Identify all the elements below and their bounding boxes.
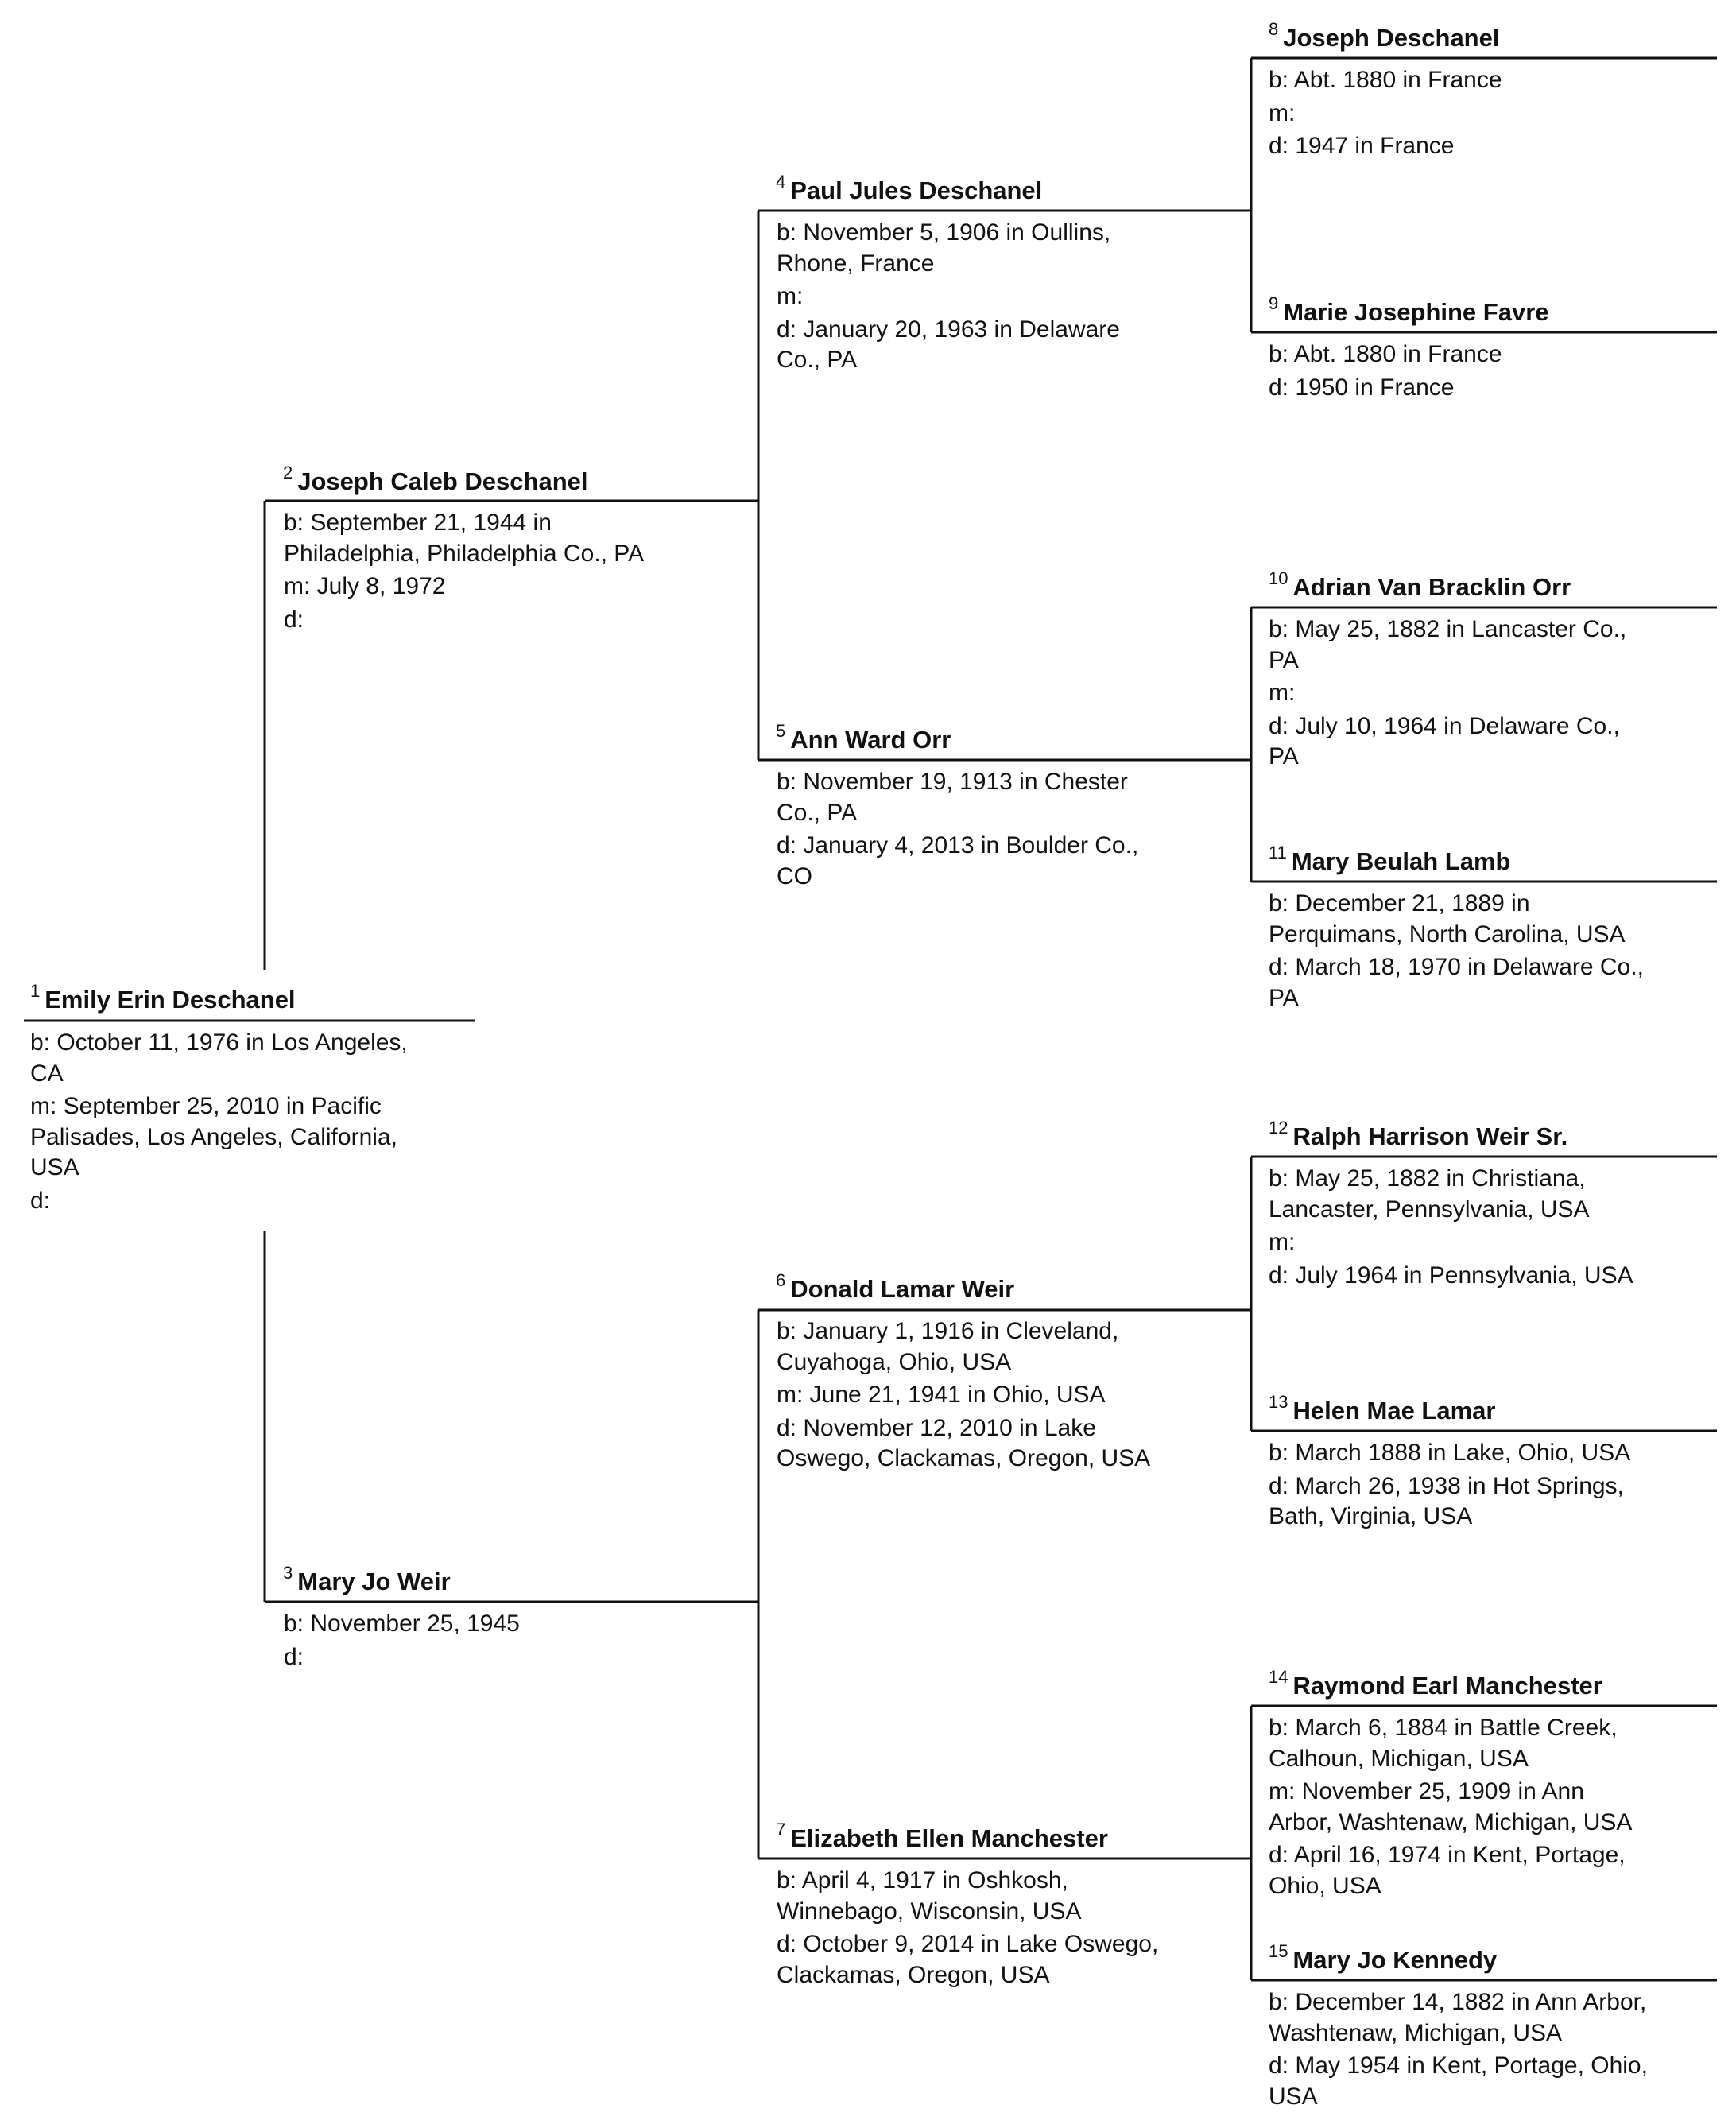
person-1-details: b: October 11, 1976 in Los Angeles, CA m… (30, 1028, 475, 1219)
person-name: Paul Jules Deschanel (790, 176, 1043, 204)
birth-fact: b: April 4, 1917 in Oshkosh, Winnebago, … (777, 1867, 1082, 1924)
person-name: Donald Lamar Weir (790, 1275, 1015, 1303)
marriage-fact: m: November 25, 1909 in Ann Arbor, Washt… (1269, 1778, 1633, 1835)
birth-fact: b: December 14, 1882 in Ann Arbor, Washt… (1269, 1989, 1647, 2046)
birth-fact: b: May 25, 1882 in Lancaster Co., PA (1269, 616, 1627, 673)
death-fact: d: March 26, 1938 in Hot Springs, Bath, … (1269, 1472, 1624, 1530)
death-fact: d: April 16, 1974 in Kent, Portage, Ohio… (1269, 1842, 1626, 1899)
birth-fact: b: November 19, 1913 in Chester Co., PA (777, 769, 1128, 826)
marriage-fact: m: (1269, 1229, 1296, 1255)
person-name: Raymond Earl Manchester (1292, 1672, 1602, 1700)
person-8-details: b: Abt. 1880 in France m: d: 1947 in Fra… (1269, 65, 1722, 165)
death-fact: d: January 20, 1963 in Delaware Co., PA (777, 316, 1120, 374)
person-number: 11 (1269, 843, 1287, 862)
marriage-fact: m: September 25, 2010 in Pacific Palisad… (30, 1093, 397, 1180)
birth-fact: b: Abt. 1880 in France (1269, 67, 1502, 93)
death-fact: d: October 9, 2014 in Lake Oswego, Clack… (777, 1931, 1159, 1988)
person-number: 7 (776, 1820, 786, 1839)
person-6-details: b: January 1, 1916 in Cleveland, Cuyahog… (777, 1316, 1246, 1477)
person-9-details: b: Abt. 1880 in France d: 1950 in France (1269, 339, 1722, 405)
person-2-details: b: September 21, 1944 in Philadelphia, P… (284, 508, 753, 638)
birth-fact: b: November 25, 1945 (284, 1610, 520, 1637)
person-number: 14 (1269, 1667, 1288, 1687)
death-fact: d: (30, 1187, 51, 1214)
person-name: Joseph Deschanel (1283, 24, 1500, 52)
death-fact: d: (284, 1643, 304, 1670)
birth-fact: b: January 1, 1916 in Cleveland, Cuyahog… (777, 1318, 1119, 1375)
person-15-details: b: December 14, 1882 in Ann Arbor, Washt… (1269, 1987, 1722, 2114)
person-name: Adrian Van Bracklin Orr (1292, 573, 1571, 601)
person-name: Helen Mae Lamar (1292, 1397, 1496, 1424)
death-fact: d: (284, 606, 304, 633)
person-name: Mary Beulah Lamb (1291, 847, 1511, 875)
death-fact: d: January 4, 2013 in Boulder Co., CO (777, 832, 1139, 890)
marriage-fact: m: June 21, 1941 in Ohio, USA (777, 1382, 1106, 1408)
marriage-fact: m: (1269, 99, 1296, 126)
birth-fact: b: March 6, 1884 in Battle Creek, Calhou… (1269, 1715, 1618, 1772)
death-fact: d: March 18, 1970 in Delaware Co., PA (1269, 954, 1644, 1011)
person-13-details: b: March 1888 in Lake, Ohio, USA d: Marc… (1269, 1438, 1722, 1535)
birth-fact: b: November 5, 1906 in Oullins, Rhone, F… (777, 219, 1111, 277)
person-number: 2 (283, 463, 293, 483)
birth-fact: b: March 1888 in Lake, Ohio, USA (1269, 1440, 1631, 1466)
birth-fact: b: September 21, 1944 in Philadelphia, P… (284, 510, 645, 567)
person-number: 9 (1269, 293, 1279, 313)
person-number: 8 (1269, 19, 1279, 39)
person-number: 6 (776, 1270, 786, 1290)
person-name: Mary Jo Kennedy (1292, 1946, 1498, 1974)
person-number: 13 (1269, 1392, 1288, 1412)
marriage-fact: m: (1269, 680, 1296, 706)
person-number: 12 (1269, 1118, 1288, 1138)
person-3-details: b: November 25, 1945 d: (284, 1609, 753, 1675)
person-name: Marie Josephine Favre (1283, 298, 1549, 326)
person-5-details: b: November 19, 1913 in Chester Co., PA … (777, 767, 1246, 894)
person-number: 10 (1269, 568, 1288, 588)
person-name: Mary Jo Weir (297, 1568, 451, 1595)
death-fact: d: July 1964 in Pennsylvania, USA (1269, 1262, 1633, 1289)
person-7-details: b: April 4, 1917 in Oshkosh, Winnebago, … (777, 1866, 1246, 1993)
death-fact: d: 1950 in France (1269, 374, 1455, 401)
person-12-details: b: May 25, 1882 in Christiana, Lancaster… (1269, 1164, 1722, 1293)
person-4-details: b: November 5, 1906 in Oullins, Rhone, F… (777, 218, 1246, 378)
marriage-fact: m: July 8, 1972 (284, 573, 446, 599)
marriage-fact: m: (777, 283, 804, 309)
person-number: 5 (776, 721, 786, 741)
person-name: Elizabeth Ellen Manchester (790, 1824, 1108, 1852)
person-10-details: b: May 25, 1882 in Lancaster Co., PA m: … (1269, 614, 1722, 775)
person-name: Emily Erin Deschanel (45, 986, 296, 1014)
birth-fact: b: Abt. 1880 in France (1269, 341, 1502, 367)
person-14-details: b: March 6, 1884 in Battle Creek, Calhou… (1269, 1713, 1722, 1904)
person-name: Joseph Caleb Deschanel (297, 467, 588, 495)
birth-fact: b: December 21, 1889 in Perquimans, Nort… (1269, 890, 1626, 948)
birth-fact: b: October 11, 1976 in Los Angeles, CA (30, 1029, 408, 1087)
person-name: Ann Ward Orr (790, 726, 951, 754)
person-number: 15 (1269, 1941, 1288, 1961)
person-11-details: b: December 21, 1889 in Perquimans, Nort… (1269, 889, 1722, 1016)
birth-fact: b: May 25, 1882 in Christiana, Lancaster… (1269, 1165, 1590, 1223)
death-fact: d: July 10, 1964 in Delaware Co., PA (1269, 712, 1620, 770)
death-fact: d: 1947 in France (1269, 133, 1455, 159)
person-name: Ralph Harrison Weir Sr. (1292, 1122, 1568, 1150)
death-fact: d: May 1954 in Kent, Portage, Ohio, USA (1269, 2052, 1648, 2110)
person-number: 4 (776, 172, 786, 192)
person-number: 3 (283, 1563, 293, 1583)
person-number: 1 (30, 981, 41, 1001)
death-fact: d: November 12, 2010 in Lake Oswego, Cla… (777, 1414, 1151, 1472)
